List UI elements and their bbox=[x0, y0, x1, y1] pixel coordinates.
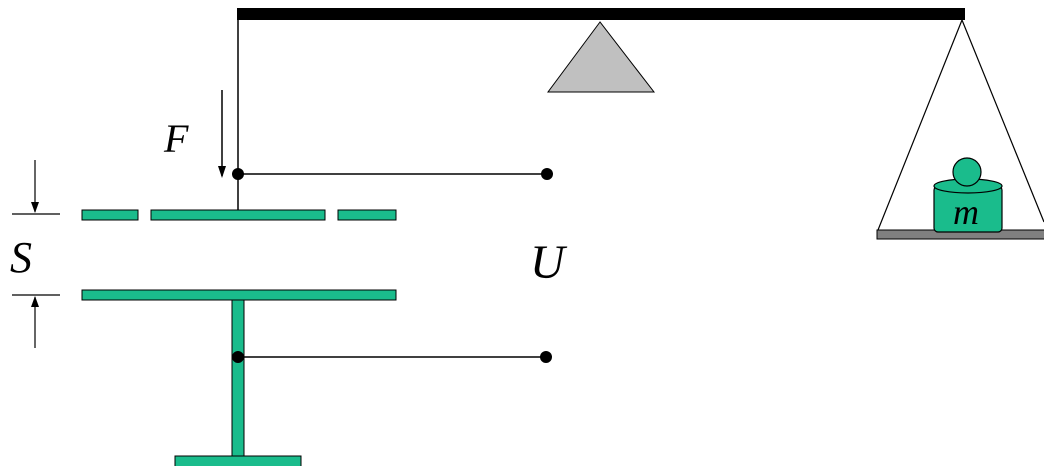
lower-junction-dot bbox=[232, 351, 244, 363]
lower-plate-base bbox=[174, 455, 302, 466]
upper-junction-dot bbox=[232, 168, 244, 180]
mass-weight-knob bbox=[952, 157, 982, 187]
upper-terminal-dot bbox=[541, 168, 553, 180]
pan-wire-left bbox=[877, 19, 963, 231]
guard-ring-right bbox=[337, 209, 397, 221]
pan-wire-right bbox=[961, 19, 1044, 223]
fulcrum bbox=[547, 21, 656, 93]
force-label: F bbox=[163, 116, 189, 161]
gap-arrowhead-top bbox=[31, 202, 39, 213]
balance-beam bbox=[237, 8, 965, 20]
lower-terminal-dot bbox=[540, 351, 552, 363]
gap-label: S bbox=[10, 233, 32, 282]
lower-plate bbox=[81, 289, 397, 301]
upper-plate bbox=[150, 209, 326, 221]
lower-plate-stem bbox=[231, 299, 245, 457]
mass-label: m bbox=[953, 192, 979, 232]
gap-arrowhead-bottom bbox=[31, 296, 39, 307]
voltage-label: U bbox=[530, 236, 568, 289]
guard-ring-left bbox=[81, 209, 139, 221]
force-arrowhead bbox=[218, 166, 226, 178]
